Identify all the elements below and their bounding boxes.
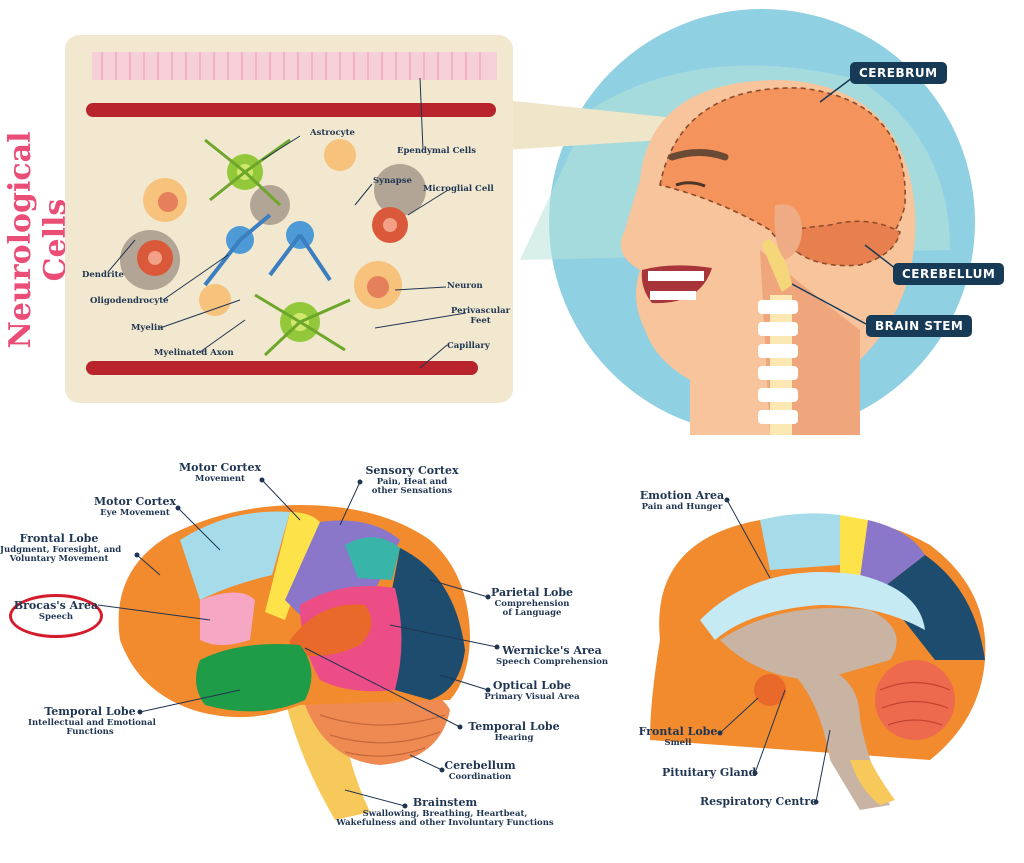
- temporal-lobe-right-sub: Hearing: [494, 732, 534, 743]
- frontal-lobe-title: Frontal Lobe: [19, 532, 99, 545]
- temporal-lobe-right-title: Temporal Lobe: [468, 720, 560, 733]
- label-capillary: Capillary: [447, 341, 490, 351]
- parietal-lobe-sub2: of Language: [502, 608, 562, 619]
- label-brainstem: Brainstem Swallowing, Breathing, Heartbe…: [335, 796, 555, 829]
- label-motor-cortex-movement: Motor Cortex Movement: [165, 461, 275, 484]
- label-temporal-lobe-left: Temporal Lobe Intellectual and Emotional…: [28, 705, 156, 738]
- label-brocas-area: Brocas's Area Speech: [10, 599, 102, 622]
- cerebellum-title: Cerebellum: [444, 759, 516, 772]
- brainstem-sub2: Wakefulness and other Involuntary Functi…: [336, 818, 554, 829]
- tag-brain-stem: BRAIN STEM: [866, 315, 973, 337]
- respiratory-centre-title: Respiratory Centre: [700, 795, 818, 808]
- motor-cortex-2-sub: Eye Movement: [100, 507, 170, 518]
- optical-lobe-sub: Primary Visual Area: [484, 691, 580, 702]
- brainstem-sub1: Swallowing, Breathing, Heartbeat,: [362, 808, 528, 819]
- sagittal-frontal-lobe-title: Frontal Lobe: [638, 725, 718, 738]
- pituitary-gland-title: Pituitary Gland: [662, 766, 757, 779]
- sagittal-frontal-lobe-sub: Smell: [664, 737, 692, 748]
- label-emotion-area: Emotion Area Pain and Hunger: [632, 489, 732, 512]
- label-perivascular-line1: Perivascular: [451, 306, 511, 316]
- optical-lobe-title: Optical Lobe: [492, 679, 572, 692]
- label-astrocyte: Astrocyte: [310, 128, 355, 138]
- label-perivascular-line2: Feet: [470, 316, 491, 326]
- motor-cortex-1-sub: Movement: [195, 473, 245, 484]
- label-oligodendrocyte: Oligodendrocyte: [90, 296, 169, 306]
- sensory-cortex-sub2: other Sensations: [371, 486, 453, 497]
- cerebellum-sub: Coordination: [448, 771, 512, 782]
- label-respiratory-centre: Respiratory Centre: [700, 795, 818, 809]
- cells-panel: [65, 35, 513, 403]
- label-dendrite: Dendrite: [82, 270, 124, 280]
- parietal-lobe-sub1: Comprehension: [494, 598, 570, 609]
- label-cerebellum-lateral: Cerebellum Coordination: [440, 759, 520, 782]
- label-myelinated-axon: Myelinated Axon: [154, 348, 234, 358]
- label-optical-lobe: Optical Lobe Primary Visual Area: [482, 679, 582, 702]
- label-sensory-cortex: Sensory Cortex Pain, Heat and other Sens…: [352, 464, 472, 497]
- brocas-area-title: Brocas's Area: [13, 599, 99, 612]
- motor-cortex-2-title: Motor Cortex: [93, 495, 177, 508]
- brocas-highlight-ring: [9, 594, 103, 638]
- lateral-brain: [97, 477, 500, 820]
- wernickes-area-title: Wernicke's Area: [502, 644, 602, 657]
- label-motor-cortex-eye: Motor Cortex Eye Movement: [80, 495, 190, 518]
- head-illustration: [505, 9, 975, 435]
- label-wernickes-area: Wernicke's Area Speech Comprehension: [496, 644, 609, 667]
- temporal-lobe-left-sub1: Intellectual and Emotional: [28, 717, 156, 728]
- tag-cerebrum: CEREBRUM: [850, 62, 947, 84]
- label-frontal-lobe-sagittal: Frontal Lobe Smell: [636, 725, 720, 748]
- emotion-area-sub: Pain and Hunger: [641, 501, 723, 512]
- sensory-cortex-sub1: Pain, Heat and: [376, 476, 448, 487]
- motor-cortex-1-title: Motor Cortex: [178, 461, 262, 474]
- temporal-lobe-left-sub2: Functions: [66, 727, 114, 738]
- brainstem-title: Brainstem: [412, 796, 478, 809]
- label-pituitary-gland: Pituitary Gland: [662, 766, 757, 780]
- temporal-lobe-left-title: Temporal Lobe: [44, 705, 136, 718]
- label-microglial-cell: Microglial Cell: [423, 184, 494, 194]
- frontal-lobe-sub1: Judgment, Foresight, and: [0, 544, 122, 555]
- parietal-lobe-title: Parietal Lobe: [490, 586, 574, 599]
- brocas-area-sub: Speech: [38, 611, 74, 622]
- sensory-cortex-title: Sensory Cortex: [365, 464, 459, 477]
- tag-cerebellum: CEREBELLUM: [893, 263, 1005, 285]
- label-perivascular-feet: Perivascular Feet: [451, 306, 510, 326]
- label-myelin: Myelin: [131, 323, 164, 333]
- label-ependymal-cells: Ependymal Cells: [397, 146, 476, 156]
- label-neuron: Neuron: [447, 281, 483, 291]
- label-parietal-lobe: Parietal Lobe Comprehension of Language: [482, 586, 582, 619]
- sagittal-brain: [650, 497, 986, 810]
- label-synapse: Synapse: [373, 176, 412, 186]
- label-temporal-lobe-right: Temporal Lobe Hearing: [462, 720, 566, 743]
- label-frontal-lobe-lateral: Frontal Lobe Judgment, Foresight, and Vo…: [0, 532, 122, 565]
- wernickes-area-sub: Speech Comprehension: [496, 656, 609, 667]
- frontal-lobe-sub2: Voluntary Movement: [9, 554, 109, 565]
- emotion-area-title: Emotion Area: [639, 489, 725, 502]
